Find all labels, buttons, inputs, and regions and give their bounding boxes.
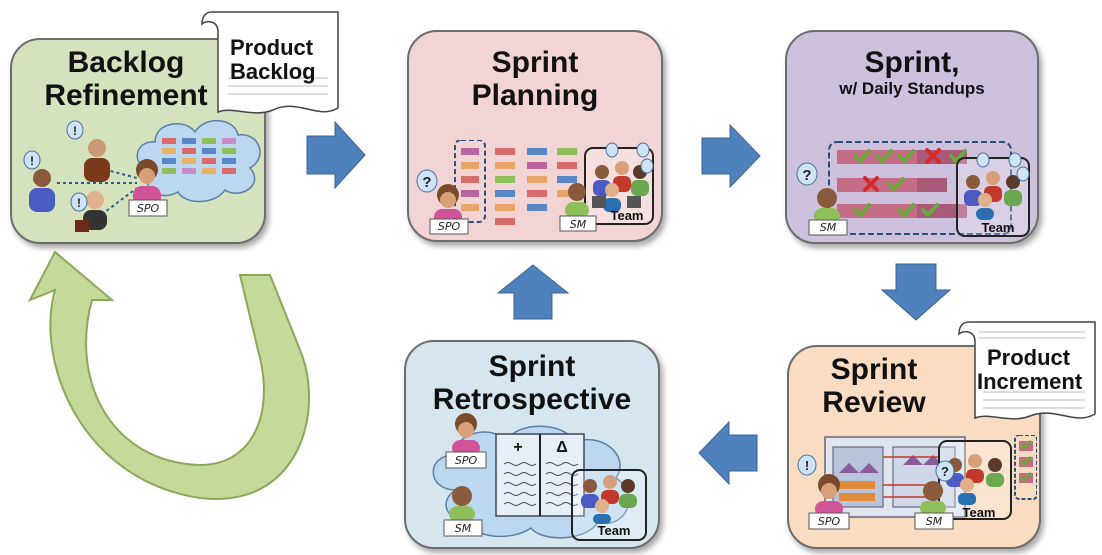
sprint-review-title: Sprint Review	[822, 353, 926, 419]
backlog-refinement-title: Backlog Refinement	[44, 46, 208, 112]
svg-text:!: !	[805, 458, 809, 473]
planning-spo-tag: SPO	[438, 220, 461, 233]
planning-sm-tag: SM	[570, 218, 587, 231]
svg-text:?: ?	[422, 174, 431, 191]
sprint-planning-box: Sprint Planning Team ? SPO SM	[407, 30, 663, 242]
arrow-retrospective-to-planning	[496, 264, 570, 320]
sprint-subtitle: w/ Daily Standups	[839, 79, 985, 98]
sprint-box: Sprint, w/ Daily Standups Team ? SM	[785, 30, 1039, 244]
svg-text:!: !	[77, 196, 81, 210]
product-increment-document: Product Increment	[955, 318, 1100, 428]
product-increment-label-2: Increment	[977, 369, 1083, 394]
review-sm-tag: SM	[926, 515, 943, 528]
sprint-sm-tag: SM	[820, 221, 837, 234]
delta-label: Δ	[556, 439, 568, 456]
sprint-planning-title: Sprint Planning	[471, 46, 599, 112]
review-spo-tag: SPO	[818, 515, 841, 528]
retro-team-box: Team	[571, 469, 647, 541]
backlog-refinement-box: Backlog Refinement SPO ! ! !	[10, 38, 266, 244]
retro-sm-tag: SM	[455, 522, 472, 535]
sprint-board: Team	[828, 141, 1030, 237]
plus-label: +	[513, 439, 522, 456]
arrow-planning-to-sprint	[701, 123, 761, 189]
product-backlog-label-2: Backlog	[230, 59, 316, 84]
retro-spo-tag: SPO	[455, 454, 478, 467]
svg-text:!: !	[30, 154, 34, 168]
svg-text:!: !	[73, 124, 77, 138]
retro-sm-person: SM	[443, 486, 483, 537]
review-spo-person: ! SPO	[797, 454, 850, 530]
sprint-sm-person: ? SM	[796, 162, 848, 236]
svg-text:?: ?	[802, 167, 811, 184]
product-increment-label-1: Product	[987, 345, 1071, 370]
backlog-cloud	[136, 119, 261, 203]
sprint-title: Sprint, w/ Daily Standups	[787, 46, 1037, 99]
arrow-refinement-to-planning	[306, 120, 366, 190]
sprint-team-label: Team	[982, 220, 1015, 235]
retro-team-label: Team	[598, 523, 631, 538]
review-demo-screen: Team	[824, 435, 1037, 520]
arrow-review-to-retrospective	[698, 420, 758, 486]
product-backlog-label-1: Product	[230, 35, 314, 60]
arrow-sprint-to-review	[880, 263, 952, 321]
product-backlog-document: Product Backlog	[198, 8, 348, 123]
stakeholders-icon: SPO ! ! !	[23, 120, 168, 232]
refinement-cycle-arrow	[27, 250, 311, 500]
planning-team-label: Team	[611, 208, 644, 223]
review-sm-person: ? SM	[914, 460, 955, 530]
svg-text:?: ?	[941, 464, 949, 479]
planning-sm-person: SM	[559, 183, 597, 232]
planning-board: Team	[454, 140, 654, 225]
spo-tag: SPO	[137, 202, 160, 215]
retro-spo-person: SPO	[445, 413, 487, 469]
review-team-label: Team	[963, 505, 996, 520]
sprint-retrospective-box: Sprint Retrospective + Δ SPO SM Team	[404, 340, 660, 549]
sprint-retrospective-title: Sprint Retrospective	[432, 350, 632, 416]
planning-spo-person: ? SPO	[416, 169, 469, 235]
